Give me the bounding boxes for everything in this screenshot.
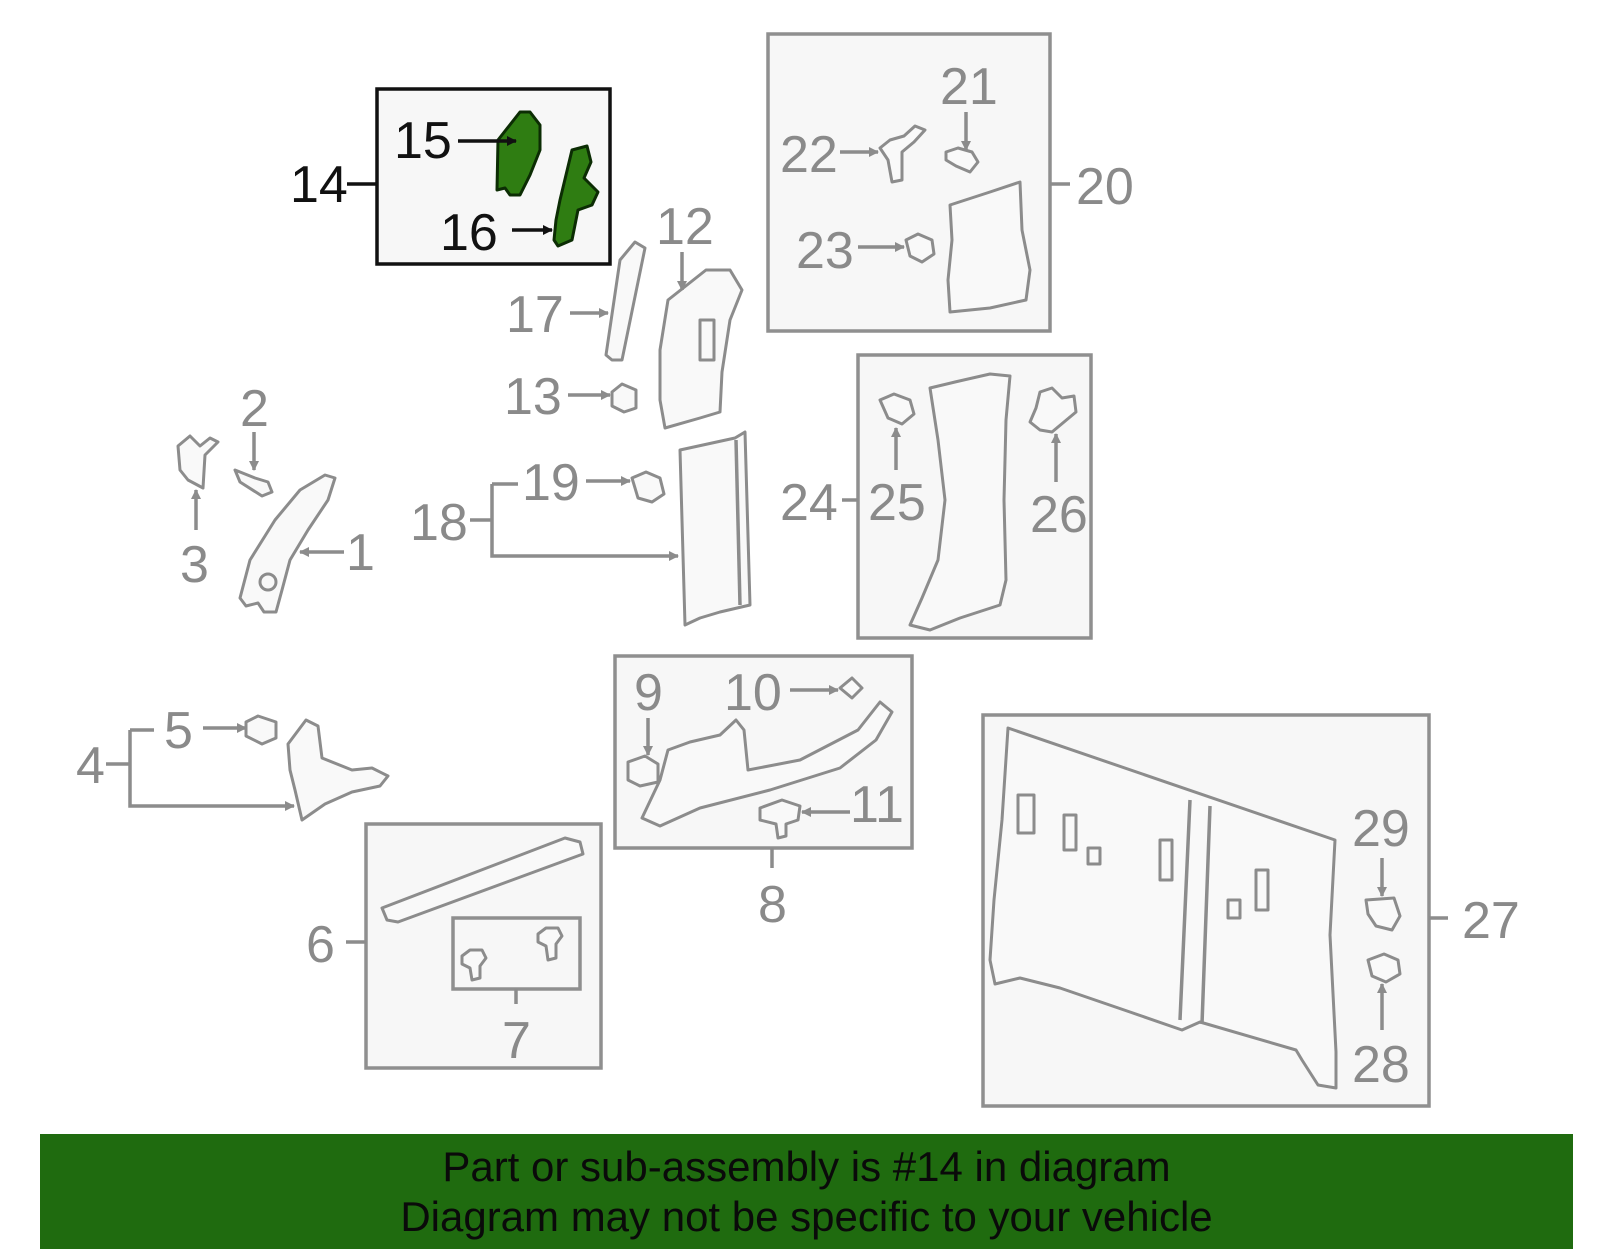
callout-6: 6 [306,916,335,974]
part-26[interactable] [1028,386,1078,434]
callout-11: 11 [850,776,904,834]
part-13[interactable] [610,382,638,414]
part-28[interactable] [1366,952,1402,984]
part-17[interactable] [604,240,647,362]
part-29[interactable] [1364,896,1402,932]
callout-9: 9 [634,664,663,722]
callout-27: 27 [1462,892,1520,950]
leader-4 [106,730,294,806]
callout-23: 23 [796,222,854,280]
part-6[interactable] [380,836,585,924]
part-19[interactable] [630,470,666,504]
callout-14: 14 [290,156,348,214]
callout-8: 8 [758,876,787,934]
part-15[interactable] [495,110,542,197]
part-22[interactable] [878,124,927,184]
part-1[interactable] [238,473,337,614]
callout-2: 2 [240,380,269,438]
info-banner: Part or sub-assembly is #14 in diagram D… [40,1134,1573,1249]
part-9[interactable] [626,754,660,788]
part-11[interactable] [758,798,802,840]
banner-line-2: Diagram may not be specific to your vehi… [400,1193,1213,1240]
part-27-slot-d [1158,838,1174,882]
part-18-ridge [734,439,742,606]
part-7-bolt-b[interactable] [536,926,564,962]
callout-1: 1 [346,524,375,582]
callout-3: 3 [180,536,209,594]
callout-17: 17 [506,286,564,344]
part-7-bolt-a[interactable] [460,948,488,982]
part-23[interactable] [904,232,936,264]
part-27-slot-c [1086,846,1102,866]
callout-13: 13 [504,368,562,426]
part-4[interactable] [286,718,390,822]
part-27-slot-f [1254,868,1270,912]
callout-29: 29 [1352,800,1410,858]
callout-25: 25 [868,474,926,532]
callout-26: 26 [1030,486,1088,544]
callout-19: 19 [522,454,580,512]
part-20[interactable] [946,180,1032,314]
callout-28: 28 [1352,1036,1410,1094]
part-27-slot-a [1016,793,1036,835]
callout-16: 16 [440,204,498,262]
callout-12: 12 [656,198,714,256]
callout-4: 4 [76,737,105,795]
callout-7: 7 [502,1012,531,1070]
callout-10: 10 [724,664,782,722]
part-27-slot-e [1226,898,1242,920]
callout-5: 5 [164,702,193,760]
part-1-hole [258,572,278,592]
part-5[interactable] [244,714,278,746]
callout-24: 24 [780,474,838,532]
callout-18: 18 [410,494,468,552]
part-12-slot [698,318,716,362]
part-24[interactable] [908,372,1012,632]
part-18[interactable] [678,430,752,627]
callout-21: 21 [940,58,998,116]
callout-22: 22 [780,126,838,184]
part-10[interactable] [838,676,864,700]
part-2[interactable] [233,468,274,498]
part-21[interactable] [944,146,980,174]
callout-20: 20 [1076,158,1134,216]
part-8[interactable] [640,700,894,828]
part-27-slot-b [1062,813,1078,852]
banner-line-1: Part or sub-assembly is #14 in diagram [442,1143,1171,1190]
part-16[interactable] [552,144,600,248]
part-3[interactable] [176,434,220,490]
leader-18 [470,484,678,556]
part-27-pillar [1178,799,1212,1025]
part-25[interactable] [878,392,916,426]
callout-15: 15 [394,112,452,170]
